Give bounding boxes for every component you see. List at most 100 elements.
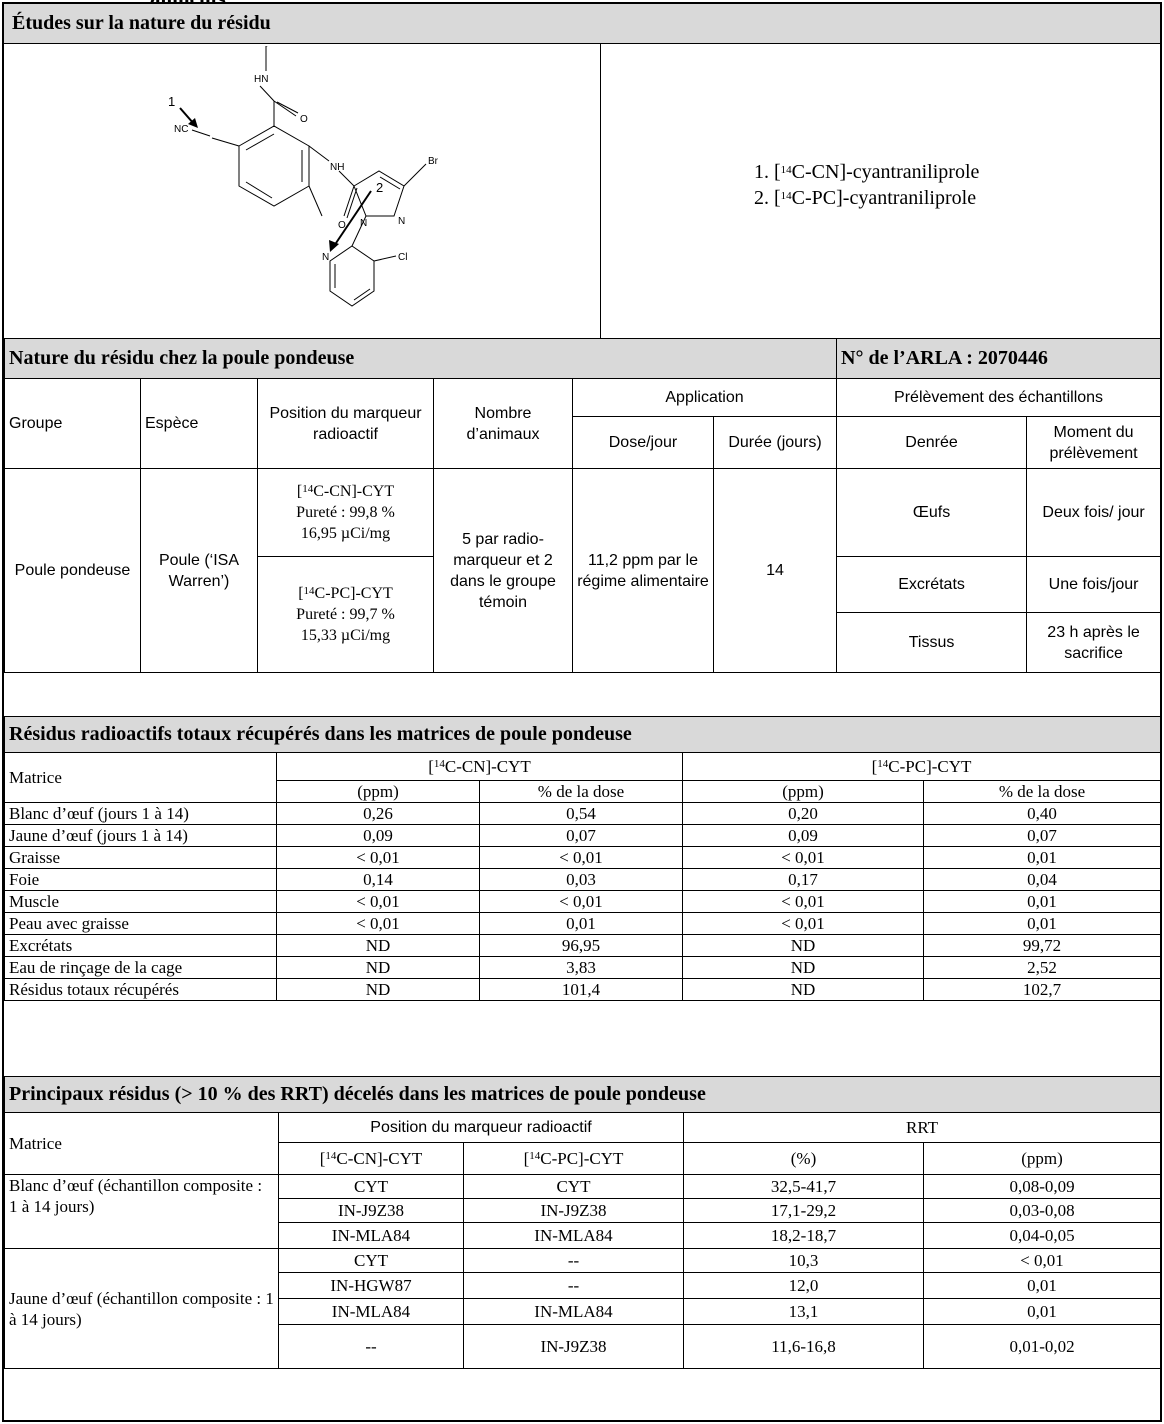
value-cell: CYT: [278, 1248, 464, 1273]
value-cell: IN-MLA84: [278, 1222, 464, 1249]
value-cell: 0,04: [922, 868, 1162, 891]
value-cell: --: [278, 1324, 464, 1369]
value-cell: 0,14: [276, 868, 480, 891]
value-cell: 99,72: [922, 934, 1162, 957]
matrice-cell: Muscle: [4, 890, 277, 913]
cell-duree: 14: [712, 468, 838, 673]
value-cell: ND: [276, 956, 480, 979]
value-cell: 0,01-0,02: [922, 1324, 1162, 1369]
hen-section-title: Nature du résidu chez la poule pondeuse: [3, 338, 838, 379]
value-cell: < 0,01: [276, 912, 480, 935]
value-cell: 0,09: [276, 824, 480, 847]
cell-espece: Poule (‘ISA Warren’): [140, 468, 258, 673]
matrice-cell: Blanc d’œuf (échantillon composite : 1 à…: [4, 1174, 279, 1249]
cell-groupe: Poule pondeuse: [4, 468, 141, 673]
n3-label: N: [322, 252, 329, 263]
arla-number: N° de l’ARLA : 2070446: [836, 338, 1162, 379]
value-cell: CYT: [278, 1174, 464, 1199]
cell-nombre: 5 par radio-marqueur et 2 dans le groupe…: [433, 468, 573, 673]
value-cell: ND: [682, 978, 924, 1001]
col-prelevement: Prélèvement des échantillons: [836, 378, 1162, 417]
col-main-position: Position du marqueur radioactif: [278, 1112, 684, 1143]
nature-section-title: Études sur la nature du résidu: [4, 4, 1160, 44]
col-dose: Dose/jour: [572, 416, 714, 469]
value-cell: --: [463, 1248, 684, 1273]
col-pc-ppm: (ppm): [682, 780, 924, 803]
col-main-cn: [14C-CN]-CYT: [278, 1142, 464, 1175]
cell-denree-3: Tissus: [836, 612, 1028, 673]
value-cell: ND: [276, 978, 480, 1001]
o1-label: O: [300, 114, 308, 125]
nc-label: NC: [174, 124, 188, 135]
col-main-pc: [14C-PC]-CYT: [463, 1142, 684, 1175]
cell-moment-3: 23 h après le sacrifice: [1026, 612, 1162, 673]
col-pc: [14C-PC]-CYT: [681, 752, 1162, 781]
col-cn-ppm: (ppm): [276, 780, 480, 803]
nature-section: Études sur la nature du résidu: [2, 2, 1162, 340]
value-cell: < 0,01: [682, 890, 924, 913]
value-cell: 0,03: [479, 868, 683, 891]
arrow-1-label: 1: [168, 94, 175, 109]
value-cell: 0,01: [922, 1298, 1162, 1325]
value-cell: --: [463, 1272, 684, 1299]
value-cell: 18,2-18,7: [683, 1222, 924, 1249]
value-cell: 96,95: [479, 934, 683, 957]
value-cell: 11,6-16,8: [683, 1324, 924, 1369]
cell-marker-pc: [14C-PC]-CYT Pureté : 99,7 % 15,33 µCi/m…: [257, 556, 434, 673]
value-cell: < 0,01: [922, 1248, 1162, 1273]
value-cell: 12,0: [683, 1272, 924, 1299]
matrice-cell: Jaune d’œuf (échantillon composite : 1 à…: [4, 1248, 279, 1369]
main-section-title: Principaux résidus (> 10 % des RRT) déce…: [3, 1076, 1162, 1113]
hen-study-section: Nature du résidu chez la poule pondeuse …: [2, 338, 1162, 718]
value-cell: IN-MLA84: [463, 1222, 684, 1249]
value-cell: < 0,01: [479, 890, 683, 913]
value-cell: ND: [682, 934, 924, 957]
value-cell: 0,01: [922, 1272, 1162, 1299]
legend-item-2: 2. [14C-PC]-cyantraniliprole: [754, 187, 977, 209]
value-cell: 13,1: [683, 1298, 924, 1325]
value-cell: 0,01: [922, 846, 1162, 869]
value-cell: ND: [682, 956, 924, 979]
hn-label: HN: [254, 74, 268, 85]
col-nombre: Nombre d’animaux: [433, 378, 573, 469]
value-cell: 0,40: [922, 802, 1162, 825]
col-cn-dose: % de la dose: [479, 780, 683, 803]
value-cell: 0,20: [682, 802, 924, 825]
value-cell: 32,5-41,7: [683, 1174, 924, 1199]
n2-label: N: [360, 218, 367, 229]
value-cell: 2,52: [922, 956, 1162, 979]
cell-dose: 11,2 ppm par le régime alimentaire: [572, 468, 714, 673]
value-cell: IN-MLA84: [463, 1298, 684, 1325]
value-cell: 0,26: [276, 802, 480, 825]
value-cell: 0,54: [479, 802, 683, 825]
matrice-cell: Résidus totaux récupérés: [4, 978, 277, 1001]
value-cell: 101,4: [479, 978, 683, 1001]
nh-label: NH: [330, 162, 344, 173]
value-cell: 0,01: [479, 912, 683, 935]
value-cell: < 0,01: [276, 890, 480, 913]
value-cell: IN-J9Z38: [278, 1198, 464, 1223]
value-cell: 0,03-0,08: [922, 1198, 1162, 1223]
cl-label: Cl: [398, 252, 407, 263]
value-cell: 0,01: [922, 912, 1162, 935]
value-cell: < 0,01: [276, 846, 480, 869]
value-cell: 0,17: [682, 868, 924, 891]
value-cell: IN-J9Z38: [463, 1324, 684, 1369]
o2-label: O: [338, 220, 346, 231]
table-row: Blanc d’œuf (échantillon composite : 1 à…: [4, 1174, 1162, 1249]
col-main-matrice: Matrice: [4, 1112, 279, 1175]
value-cell: < 0,01: [479, 846, 683, 869]
value-cell: 10,3: [683, 1248, 924, 1273]
table-row: Jaune d’œuf (échantillon composite : 1 à…: [4, 1248, 1162, 1369]
value-cell: ND: [276, 934, 480, 957]
value-cell: CYT: [463, 1174, 684, 1199]
col-application: Application: [571, 378, 838, 417]
